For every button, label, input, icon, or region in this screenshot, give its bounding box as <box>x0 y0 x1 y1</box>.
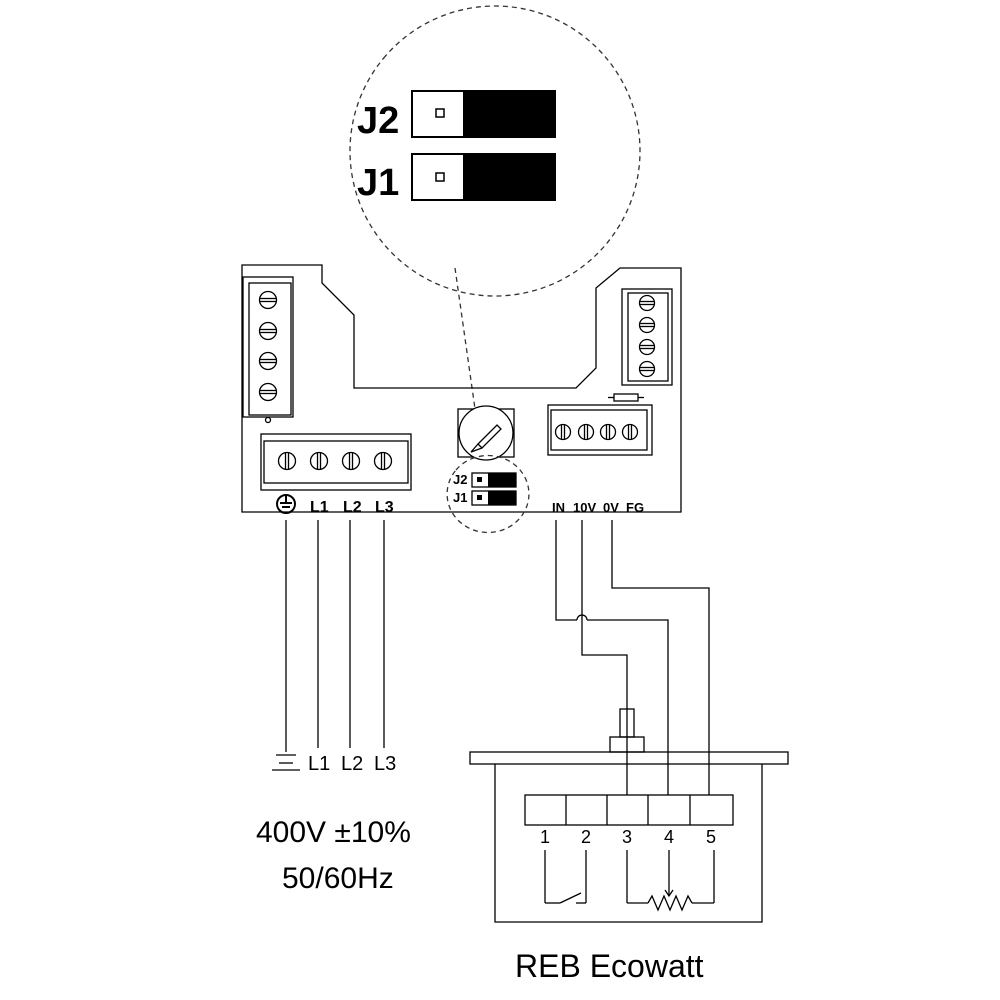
supply-wires <box>285 520 385 752</box>
callout-circle <box>349 5 641 297</box>
screw-icon <box>277 451 297 471</box>
screw-icon <box>373 451 393 471</box>
supply-label-l3: L3 <box>374 753 396 775</box>
supply-label-l2: L2 <box>341 753 363 775</box>
screw-icon <box>258 351 278 371</box>
screw-icon <box>309 451 329 471</box>
board-jumpers: J2 J1 <box>446 454 530 534</box>
trimmer-potentiometer-icon <box>457 405 515 461</box>
supply-frequency: 50/60Hz <box>282 862 394 895</box>
terminal-number-2: 2 <box>581 827 591 847</box>
fuse-icon <box>608 393 644 402</box>
callout-label-j1: J1 <box>357 162 399 204</box>
screw-icon <box>638 338 656 356</box>
controller-board-outline <box>241 264 682 513</box>
screw-icon <box>638 360 656 378</box>
callout-leader-line <box>454 267 483 459</box>
potentiometer-terminal-strip <box>524 794 734 826</box>
supply-voltage: 400V ±10% <box>256 816 411 849</box>
ground-icon <box>272 754 300 771</box>
screw-icon <box>577 423 595 441</box>
resistor-icon <box>626 850 715 912</box>
board-terminal-label-l3: L3 <box>375 499 394 516</box>
screw-icon <box>599 423 617 441</box>
potentiometer-caption: REB Ecowatt <box>515 948 704 984</box>
terminal-number-4: 4 <box>664 827 674 847</box>
knob-shaft-icon <box>609 708 645 753</box>
right-terminal-block <box>621 288 673 386</box>
board-terminal-label-0v: 0V <box>603 500 619 515</box>
control-wires <box>555 520 710 795</box>
protective-earth-icon <box>276 494 296 514</box>
board-terminal-label-10v: 10V <box>573 500 596 515</box>
screw-icon <box>554 423 572 441</box>
callout-label-j2: J2 <box>357 100 399 142</box>
board-jumper-dashed-circle <box>446 454 530 534</box>
switch-icon <box>544 850 587 904</box>
control-terminal-block <box>547 404 653 456</box>
board-terminal-label-l2: L2 <box>343 499 362 516</box>
screw-icon <box>638 294 656 312</box>
jumper-zoom-callout: J2 J1 <box>349 5 641 459</box>
terminal-number-5: 5 <box>706 827 716 847</box>
board-terminal-label-in: IN <box>552 500 565 515</box>
callout-jumper-j2 <box>411 90 556 138</box>
screw-icon <box>638 316 656 334</box>
potentiometer-box: 1 2 3 4 5 <box>469 708 789 923</box>
terminal-number-3: 3 <box>622 827 632 847</box>
board-terminal-label-fg: FG <box>626 500 644 515</box>
screw-icon <box>341 451 361 471</box>
supply-label-l1: L1 <box>308 753 330 775</box>
board-label-j1: J1 <box>453 490 467 505</box>
terminal-number-1: 1 <box>540 827 550 847</box>
board-label-j2: J2 <box>453 472 467 487</box>
screw-icon <box>258 382 278 402</box>
screw-icon <box>258 321 278 341</box>
board-terminal-label-l1: L1 <box>310 499 329 516</box>
mains-terminal-block <box>260 433 412 491</box>
screw-icon <box>621 423 639 441</box>
left-terminal-block <box>242 276 294 424</box>
screw-icon <box>258 290 278 310</box>
callout-jumper-j1 <box>411 153 556 201</box>
